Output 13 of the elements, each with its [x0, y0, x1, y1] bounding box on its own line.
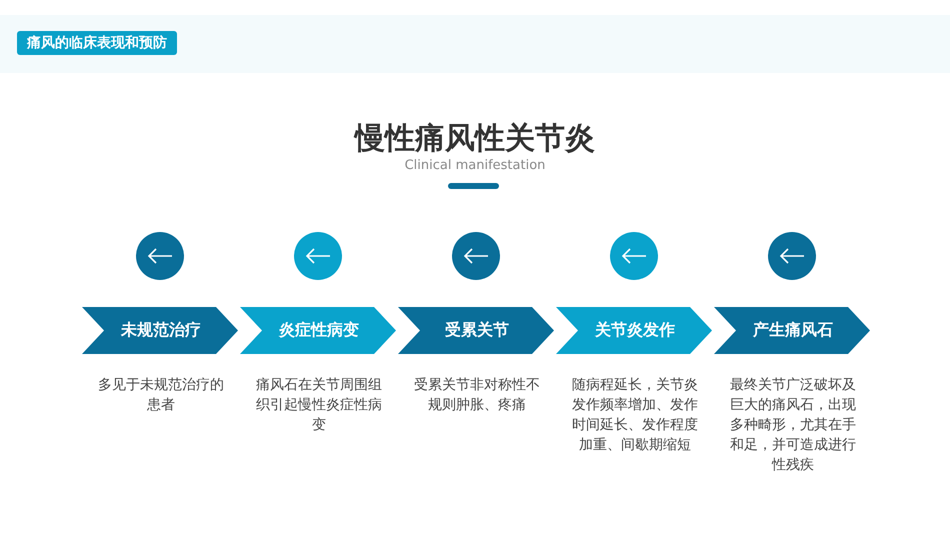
- step-description: 多见于未规范治疗的患者: [97, 376, 225, 415]
- step-description: 痛风石在关节周围组织引起慢性炎症性病变: [255, 376, 383, 435]
- step-description: 随病程延长，关节炎发作频率增加、发作时间延长、发作程度加重、间歇期缩短: [571, 376, 699, 455]
- step-label: 未规范治疗: [120, 320, 202, 341]
- step-label: 受累关节: [444, 320, 510, 341]
- subtitle: Clinical manifestation: [404, 158, 546, 173]
- step-label: 炎症性病变: [278, 320, 360, 341]
- step-description: 受累关节非对称性不规则肿胀、疼痛: [413, 376, 541, 415]
- slide-title: 慢性痛风性关节炎: [352, 120, 596, 158]
- step-description: 最终关节广泛破坏及巨大的痛风石，出现多种畸形，尤其在手和足，并可造成进行性残疾: [729, 376, 857, 475]
- step-label: 产生痛风石: [752, 320, 834, 341]
- step-label: 关节炎发作: [594, 320, 676, 341]
- section-tag: 痛风的临床表现和预防: [17, 31, 177, 55]
